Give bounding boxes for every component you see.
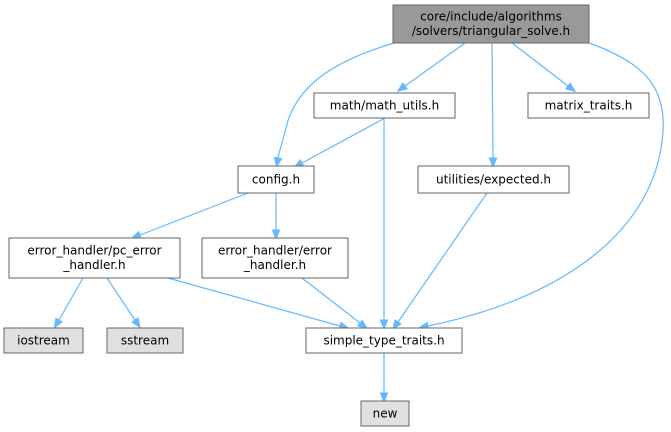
arrowhead-icon [130, 230, 143, 239]
arrowhead-icon [488, 157, 498, 169]
node-pc-error-handler[interactable]: error_handler/pc_error_handler.h [8, 237, 181, 279]
arrowhead-icon [392, 319, 402, 331]
node-label: error_handler/pc_error [27, 244, 161, 258]
node-root[interactable]: core/include/algorithms/solvers/triangul… [392, 4, 590, 44]
edge-error_handler-to-simple_type_traits [301, 277, 369, 330]
arrowhead-icon [379, 392, 389, 404]
node-label: config.h [252, 172, 300, 186]
edge-line [491, 42, 494, 159]
arrowhead-icon [379, 319, 389, 331]
node-label: iostream [17, 333, 70, 347]
arrowhead-icon [271, 229, 281, 241]
node-box [305, 327, 463, 354]
node-label: math/math_utils.h [330, 98, 439, 112]
node-error-handler[interactable]: error_handler/error_handler.h [201, 237, 349, 279]
node-box [417, 165, 570, 194]
edge-math_utils-to-simple_type_traits [379, 118, 389, 331]
node-new: new [360, 400, 410, 427]
node-box [313, 92, 456, 119]
node-matrix-traits[interactable]: matrix_traits.h [527, 92, 650, 119]
node-box [237, 165, 315, 194]
edge-math_utils-to-config [292, 117, 386, 168]
edge-line [301, 277, 361, 324]
arrowhead-icon [396, 82, 408, 93]
edge-root-to-config [273, 42, 395, 169]
edge-line [106, 277, 136, 321]
edge-root-to-expected [488, 42, 498, 169]
node-label: _handler.h [243, 258, 306, 272]
edge-root-to-math_utils [396, 42, 466, 93]
node-box [360, 400, 410, 427]
edge-simple_type_traits-to-new [379, 353, 389, 404]
edge-pc_error_handler-to-iostream [53, 277, 84, 329]
edge-line [139, 192, 249, 236]
node-label: utilities/expected.h [436, 172, 551, 186]
node-label: core/include/algorithms [420, 10, 562, 24]
node-box [3, 327, 84, 354]
node-box [106, 327, 184, 354]
edge-pc_error_handler-to-simple_type_traits [167, 277, 350, 331]
node-math-utils[interactable]: math/math_utils.h [313, 92, 456, 119]
node-box [201, 237, 349, 279]
edge-line [167, 277, 341, 327]
arrowhead-icon [356, 319, 369, 330]
node-sstream: sstream [106, 327, 184, 354]
node-simple-type-traits[interactable]: simple_type_traits.h [305, 327, 463, 354]
node-label: /solvers/triangular_solve.h [412, 24, 570, 38]
edge-line [397, 192, 488, 323]
node-label: matrix_traits.h [545, 98, 633, 112]
node-label: sstream [121, 333, 169, 347]
edge-line [58, 277, 84, 321]
node-label: _handler.h [62, 258, 125, 272]
node-label: error_handler/error [218, 244, 332, 258]
nodes-layer: core/include/algorithms/solvers/triangul… [3, 4, 650, 427]
edge-line [511, 42, 569, 87]
node-box [527, 92, 650, 119]
arrowhead-icon [131, 317, 141, 329]
edge-line [301, 117, 386, 164]
node-iostream: iostream [3, 327, 84, 354]
edge-expected-to-simple_type_traits [392, 192, 488, 331]
node-box [392, 4, 590, 44]
edge-line [427, 42, 664, 327]
node-label: new [373, 406, 398, 420]
edge-line [277, 42, 395, 159]
edge-root-to-matrix_traits [511, 42, 577, 93]
edge-config-to-error_handler [271, 193, 281, 241]
edge-line [404, 42, 466, 87]
node-expected[interactable]: utilities/expected.h [417, 165, 570, 194]
node-label: simple_type_traits.h [323, 333, 444, 347]
node-config[interactable]: config.h [237, 165, 315, 194]
arrowhead-icon [273, 156, 283, 169]
arrowhead-icon [53, 317, 64, 329]
arrowhead-icon [564, 82, 577, 93]
node-box [8, 237, 181, 279]
edge-pc_error_handler-to-sstream [106, 277, 141, 329]
edge-config-to-pc_error_handler [130, 192, 249, 239]
